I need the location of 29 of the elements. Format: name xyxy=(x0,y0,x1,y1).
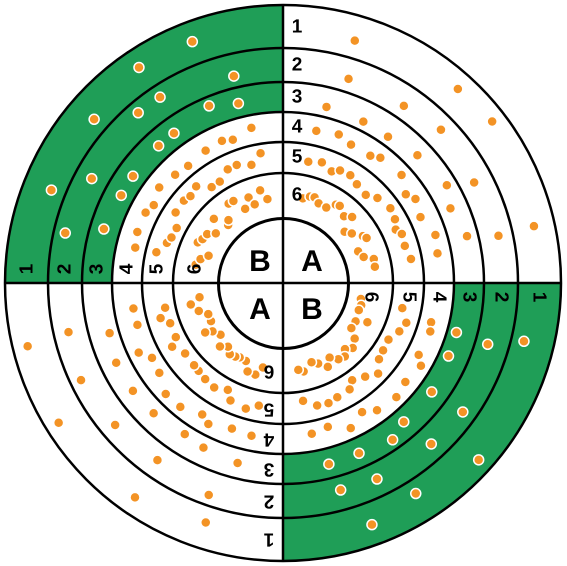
ring-number: 1 xyxy=(18,264,36,274)
ring-number: 4 xyxy=(118,264,136,274)
ring-number: 5 xyxy=(292,148,302,166)
ring-number: 3 xyxy=(292,88,302,106)
ring-number: 1 xyxy=(530,292,548,302)
quadrant-letter: A xyxy=(249,295,271,325)
ring-number: 5 xyxy=(400,292,418,302)
ring-number: 6 xyxy=(186,264,204,274)
ring-number: 5 xyxy=(148,264,166,274)
ring-number: 1 xyxy=(292,18,302,36)
ring-number: 3 xyxy=(88,264,106,274)
ring-number: 2 xyxy=(56,264,74,274)
ring-number: 5 xyxy=(264,400,274,418)
quadrant-letter: B xyxy=(249,247,271,277)
ring-number: 4 xyxy=(430,292,448,302)
ring-number: 6 xyxy=(264,362,274,380)
ring-number: 6 xyxy=(362,292,380,302)
ring-number: 2 xyxy=(492,292,510,302)
ring-number: 6 xyxy=(292,186,302,204)
ring-number: 2 xyxy=(264,492,274,510)
ring-number: 4 xyxy=(264,430,274,448)
ring-number: 2 xyxy=(292,56,302,74)
ring-number: 3 xyxy=(264,460,274,478)
ring-number: 1 xyxy=(264,530,274,548)
quadrant-letter: B xyxy=(301,295,323,325)
ring-number: 4 xyxy=(292,118,302,136)
quadrant-letter: A xyxy=(301,247,323,277)
ring-number: 3 xyxy=(460,292,478,302)
center-circle xyxy=(216,216,350,350)
